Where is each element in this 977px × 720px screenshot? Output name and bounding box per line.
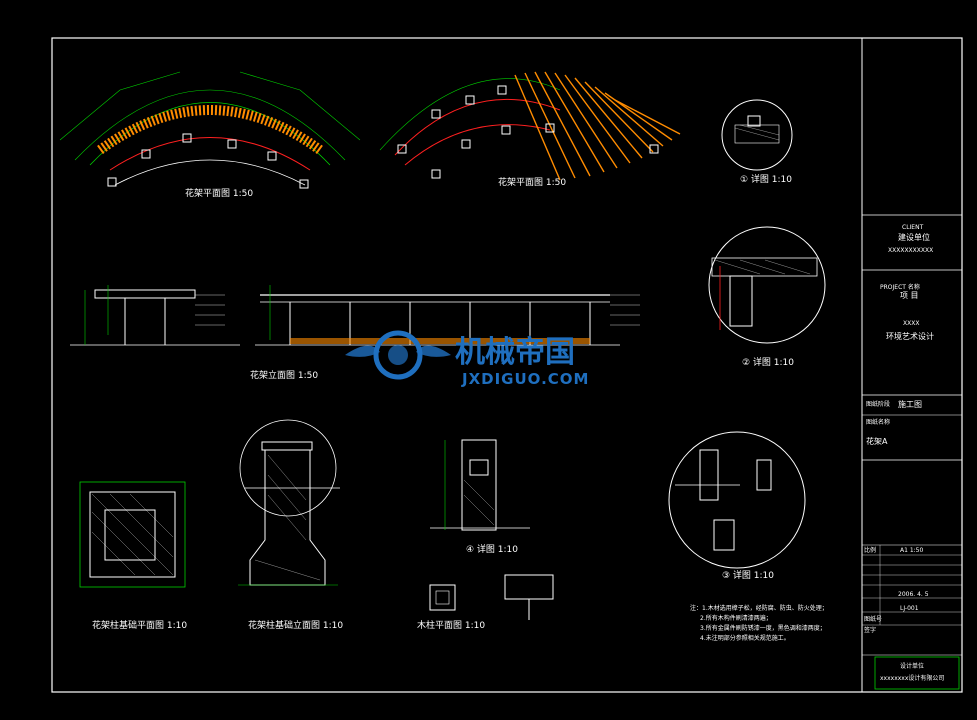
gear-icon — [373, 330, 423, 380]
watermark-domain: JXDIGUO.COM — [461, 370, 589, 388]
wing-icon — [345, 345, 380, 357]
detail-4-drawing — [430, 439, 530, 531]
title-block — [862, 214, 962, 690]
detail-4-title: ④ 详图 1:10 — [466, 543, 518, 555]
elevation-title: 花架立面图 1:50 — [250, 369, 318, 381]
plan-b-title: 花架平面图 1:50 — [498, 176, 566, 188]
detail-3-title: ③ 详图 1:10 — [722, 569, 774, 581]
plan-a-drawing — [59, 71, 361, 189]
title-block-frame — [861, 37, 963, 693]
plan-b-drawing — [379, 71, 681, 181]
elevation-drawing — [70, 285, 640, 346]
sheet-label: 图纸号 — [864, 615, 882, 623]
drawing-number: LJ-001 — [900, 605, 919, 612]
footing-plan-title: 花架柱基础平面图 1:10 — [92, 619, 187, 631]
detail-2-title: ② 详图 1:10 — [742, 356, 794, 368]
detail-1-drawing — [721, 99, 793, 171]
date-value: 2006. 4. 5 — [898, 591, 929, 598]
note-line: 注：1.木材选用樟子松，经防腐、防虫、防火处理； — [690, 604, 828, 612]
client-label: CLIENT — [902, 224, 924, 231]
note-line: 3.所有金属件刷防锈漆一度，黑色调和漆两度； — [700, 624, 826, 632]
footing-plan-drawing — [79, 481, 186, 588]
client-value: XXXXXXXXXXX — [888, 247, 933, 254]
detail-2-drawing — [708, 226, 826, 344]
detail-3-drawing — [668, 431, 806, 569]
note-line: 4.未注明部分参照相关规范施工。 — [700, 634, 790, 642]
post-plan-title: 木柱平面图 1:10 — [417, 619, 485, 631]
wing-icon — [416, 345, 451, 357]
drawing-label: 图纸名称 — [866, 418, 890, 426]
general-notes: 注：1.木材选用樟子松，经防腐、防虫、防火处理； 2.所有木构件刷清漆两遍； 3… — [690, 604, 828, 642]
watermark-brand: 机械帝国 — [455, 335, 575, 370]
note-line: 2.所有木构件刷清漆两遍； — [700, 614, 772, 622]
scale-label: 比例 — [864, 546, 876, 554]
signature-label: 签字 — [864, 626, 876, 634]
project-code: XXXX — [903, 320, 919, 327]
project-title: 项 目 — [900, 291, 919, 300]
footing-section-title: 花架柱基础立面图 1:10 — [248, 619, 343, 631]
footing-section-drawing — [238, 419, 340, 586]
scale-value: A1 1:50 — [900, 547, 923, 554]
detail-1-title: ① 详图 1:10 — [740, 173, 792, 185]
footer-line-2: xxxxxxxx设计有限公司 — [880, 674, 944, 682]
project-label: PROJECT 名称 — [880, 283, 920, 291]
drawing-value: 花架A — [866, 436, 888, 446]
project-name: 环境艺术设计 — [886, 331, 934, 341]
footer-line-1: 设计单位 — [900, 662, 924, 670]
client-title: 建设单位 — [898, 232, 930, 242]
post-plan-drawing — [429, 574, 554, 620]
stage-value: 施工图 — [898, 399, 922, 409]
stage-label: 图纸阶段 — [866, 400, 890, 408]
watermark-logo — [345, 330, 451, 380]
plan-a-title: 花架平面图 1:50 — [185, 187, 253, 199]
